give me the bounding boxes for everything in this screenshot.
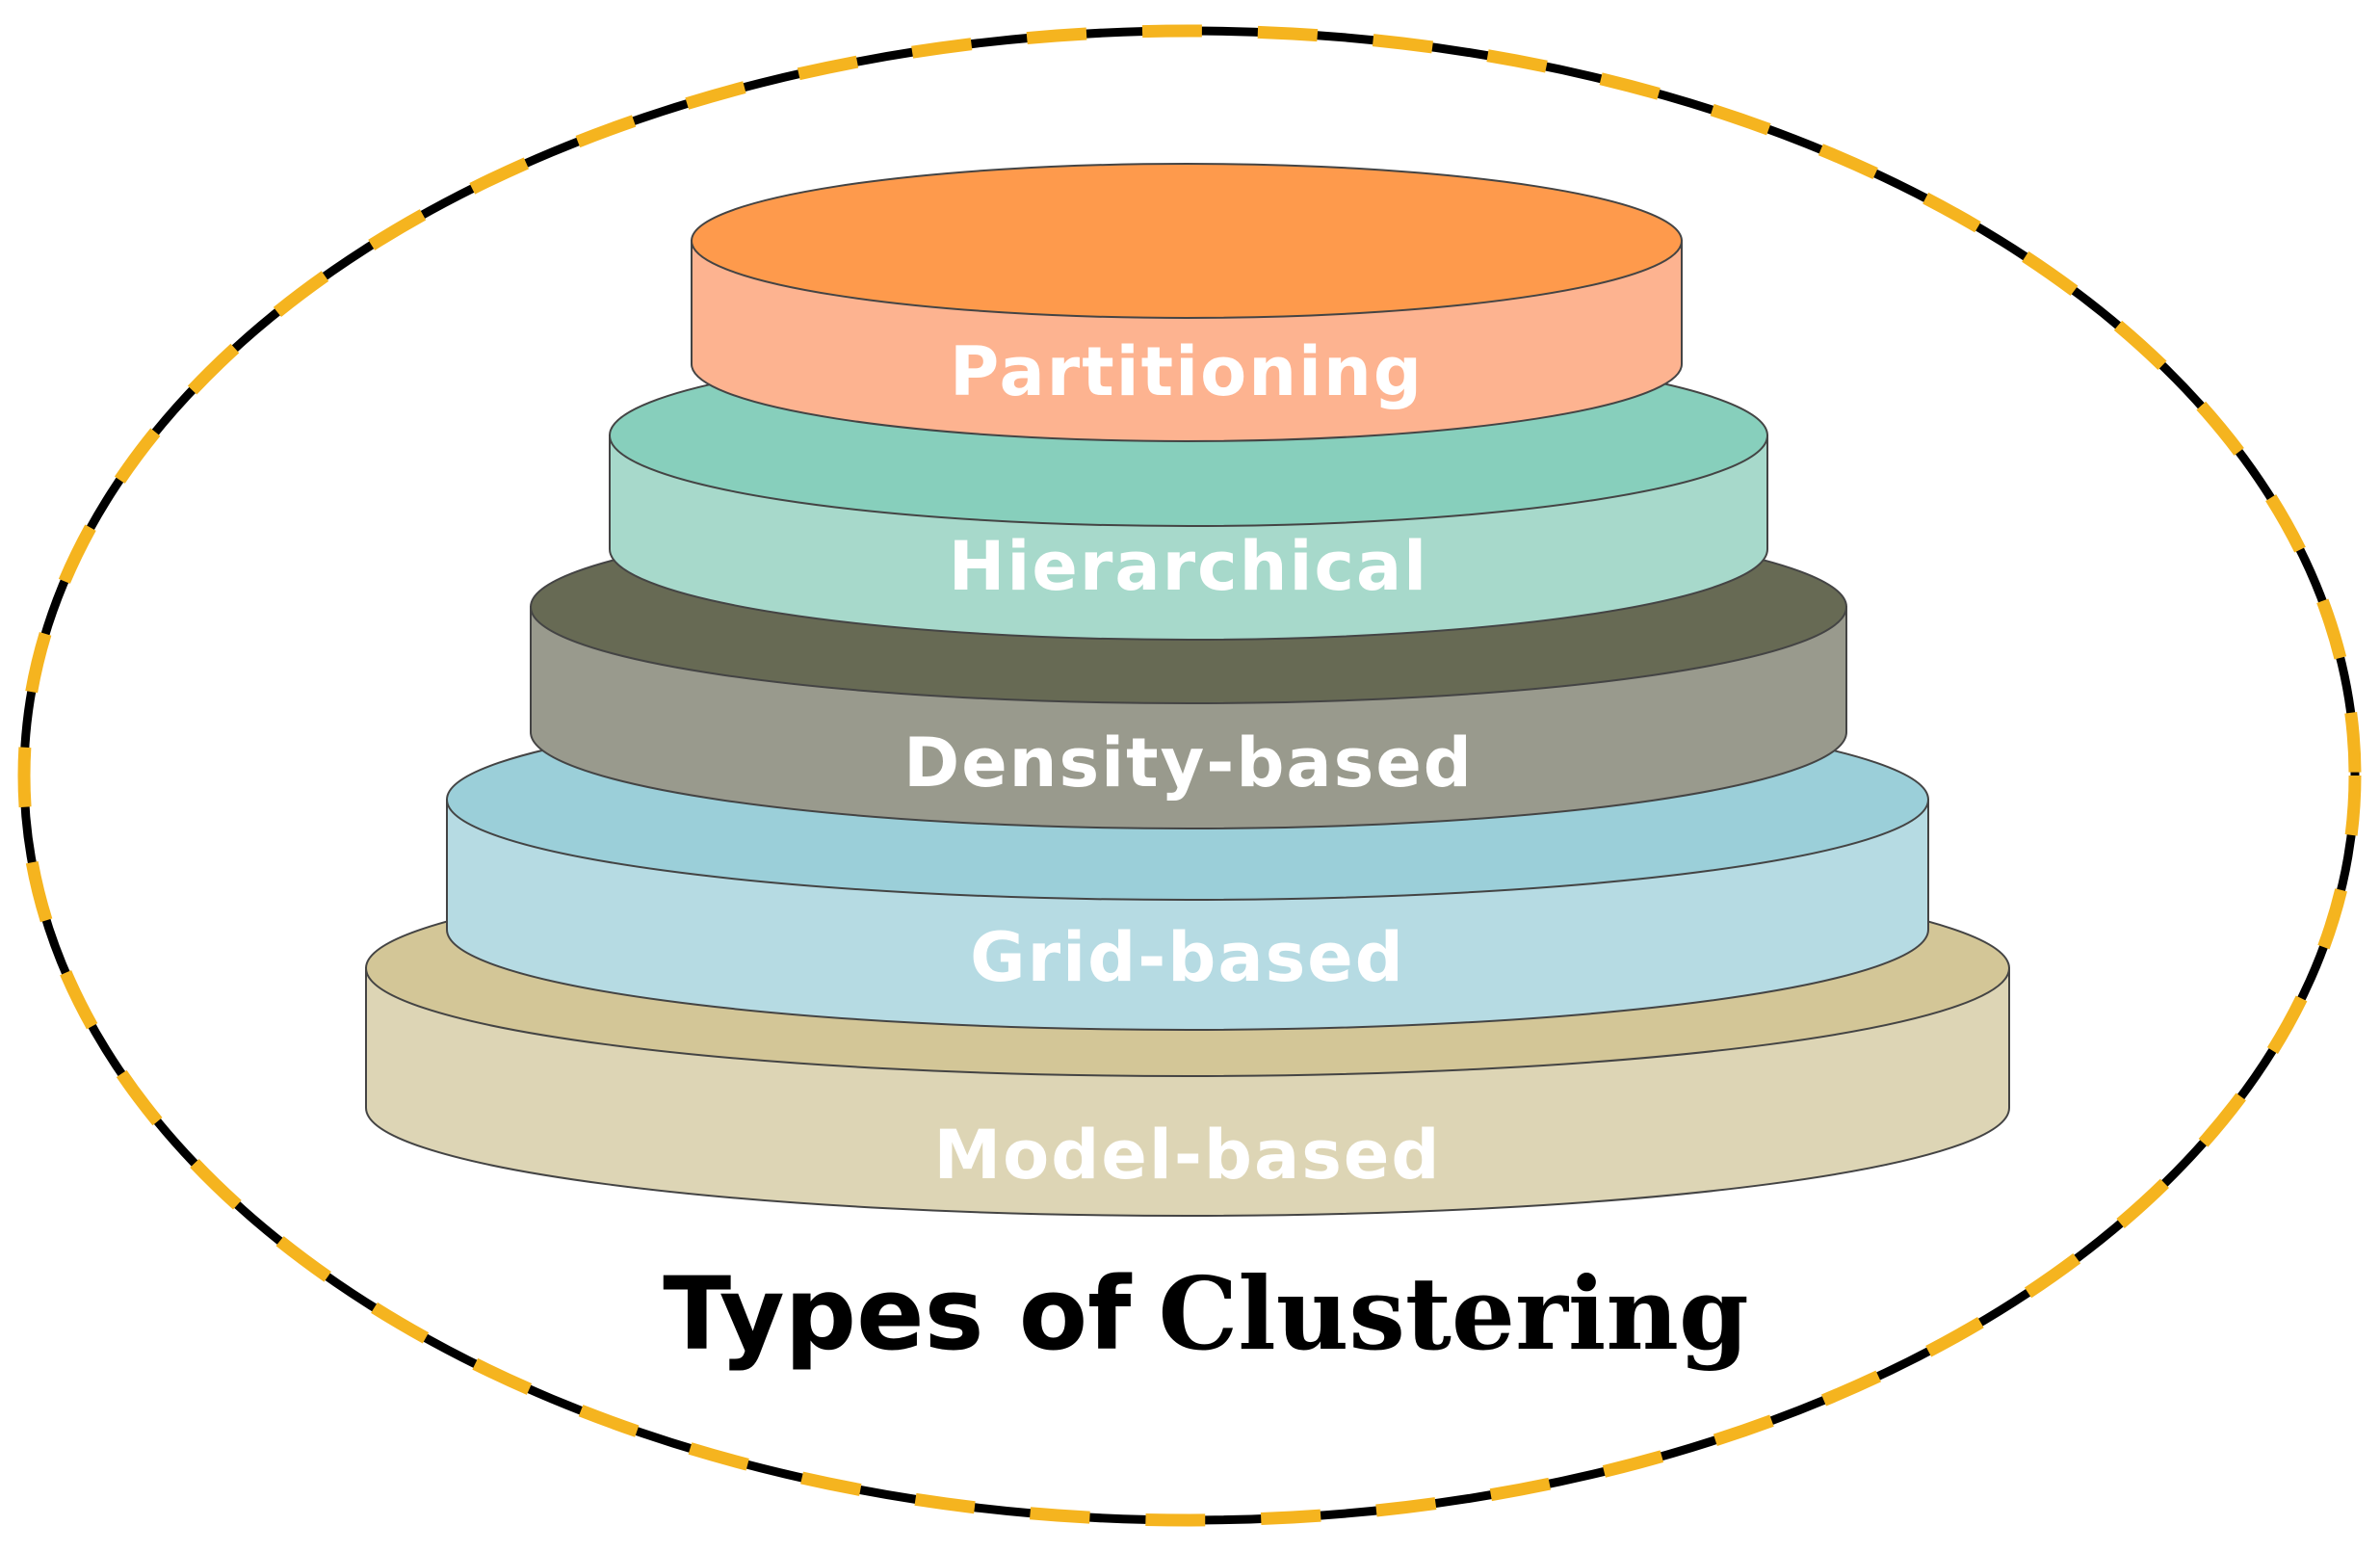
frame-dash-layer (17, 24, 2362, 1527)
tier-label: Model-based (934, 1116, 1442, 1195)
tier-label: Hierarchical (949, 527, 1428, 606)
tier-top (691, 163, 1683, 319)
dashed-ellipse-frame (17, 24, 2362, 1527)
tier-label: Grid-based (970, 918, 1405, 997)
tier-label: Density-based (903, 723, 1474, 802)
title-part-2: Clustering (1158, 1254, 1748, 1373)
tier-label: Partitioning (950, 332, 1424, 411)
tier-partitioning: Partitioning (691, 163, 1683, 442)
title-part-1: Types of (663, 1255, 1133, 1373)
